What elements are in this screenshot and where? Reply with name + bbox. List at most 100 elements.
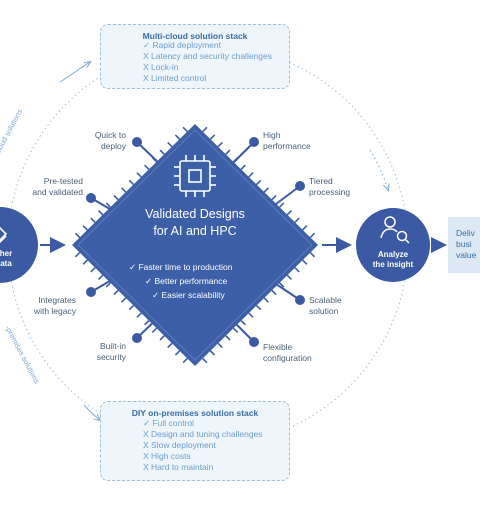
chip-pin	[128, 179, 135, 186]
feature-flexible-configuration: Flexible configuration	[263, 342, 312, 364]
chip-pin	[121, 187, 127, 193]
feature-line: High	[263, 130, 281, 140]
chip-pin	[128, 304, 135, 311]
chip-pin	[209, 350, 216, 356]
chip-pin	[294, 267, 300, 273]
chip-pin	[209, 134, 216, 140]
chip-pin	[74, 232, 81, 239]
chip-pin	[167, 342, 173, 349]
multicloud-item: X Lock-in	[143, 62, 179, 72]
analyze-label: Analyze the insight	[363, 250, 423, 270]
chip-pin	[225, 335, 231, 341]
onprem-item: X Slow deployment	[143, 440, 216, 450]
center-title: Validated Designs for AI and HPC	[110, 206, 280, 240]
feature-quick-to-deploy: Quick to deploy	[70, 130, 126, 152]
benefit-item: ✓ Easier scalability	[152, 290, 225, 300]
feature-line: with legacy	[33, 306, 76, 316]
chip-pin	[174, 134, 181, 140]
chip-pin	[159, 149, 165, 155]
feature-tiered-processing: Tiered processing	[309, 176, 350, 198]
person-search-icon	[380, 216, 410, 244]
connector-dot-builtin	[132, 333, 142, 343]
chip-pin	[302, 225, 308, 231]
onprem-box: DIY on-premises solution stack	[100, 401, 290, 481]
chip-pin	[217, 141, 223, 148]
chip-pin	[263, 187, 269, 193]
feature-line: security	[96, 352, 126, 362]
feature-line: Integrates	[38, 295, 76, 305]
validated-designs-diamond	[72, 124, 318, 366]
benefit-item: ✓ Better performance	[145, 276, 228, 286]
chip-pin	[144, 164, 150, 170]
chip-pin	[217, 342, 223, 349]
orbit-arrow-bottom-left	[83, 404, 100, 420]
chip-pin	[232, 327, 239, 333]
feature-line: Quick to	[94, 130, 126, 140]
orbit-arrow-top-left	[59, 62, 90, 83]
feature-integrates: Integrates with legacy	[20, 295, 76, 317]
node-line: the insight	[372, 260, 414, 269]
chip-pin	[82, 259, 88, 265]
chip-pin	[121, 297, 127, 303]
onprem-item: X Hard to maintain	[143, 462, 214, 472]
gather-data-label: her ata	[0, 249, 16, 269]
connector-dot-scalable	[295, 295, 305, 305]
chip-pin	[90, 217, 96, 223]
deliver-line: busi	[456, 239, 472, 249]
connector-dot-highperf	[249, 137, 259, 147]
feature-line: Pre-tested	[43, 176, 83, 186]
connector-dot-quick	[132, 137, 142, 147]
chip-icon	[174, 155, 216, 197]
chip-pin	[232, 157, 239, 163]
chip-pin	[202, 357, 208, 364]
chip-pin	[271, 194, 277, 201]
chip-pin	[167, 141, 173, 148]
chip-pin	[294, 217, 300, 223]
chip-pin	[278, 282, 285, 288]
feature-line: and validated	[32, 187, 83, 197]
orbit-arrow-top-right	[369, 149, 388, 190]
onprem-title: DIY on-premises solution stack	[131, 408, 259, 418]
chip-pin	[225, 149, 231, 155]
chip-pin	[278, 202, 285, 208]
feature-line: Tiered	[309, 176, 333, 186]
node-line: her	[0, 249, 13, 258]
connector-dot-integrates	[86, 287, 96, 297]
chip-pin	[255, 179, 262, 186]
chip-pin	[286, 209, 293, 216]
chip-pin	[113, 194, 119, 201]
multicloud-item: X Latency and security challenges	[143, 51, 272, 61]
feature-line: Flexible	[263, 342, 293, 352]
chip-pin	[240, 164, 246, 170]
feature-line: Built-in	[100, 341, 126, 351]
multicloud-item: X Limited control	[143, 73, 207, 83]
deliver-line: Deliv	[456, 228, 475, 238]
chip-pin	[240, 320, 246, 326]
chip-pin	[202, 126, 208, 133]
chip-pin	[113, 289, 119, 296]
chip-pin	[248, 312, 254, 318]
feature-line: configuration	[263, 353, 312, 363]
chip-pin	[174, 350, 181, 356]
connector-dot-pretested	[86, 193, 96, 203]
multicloud-title: Multi-cloud solution stack	[142, 31, 248, 41]
analyze-node	[356, 208, 430, 282]
feature-line: performance	[263, 141, 311, 151]
feature-builtin-security: Built-in security	[70, 341, 126, 363]
multicloud-item: ✓ Rapid deployment	[143, 40, 221, 50]
feature-line: solution	[309, 306, 339, 316]
chip-pin	[159, 335, 165, 341]
connector-dot-tiered	[295, 181, 305, 191]
chip-pin	[309, 232, 316, 239]
deliver-value-box: Deliv busi value	[448, 217, 480, 273]
chip-pin	[309, 251, 316, 258]
recycle-icon	[0, 226, 8, 244]
chip-pin	[255, 304, 262, 311]
chip-pin	[82, 225, 88, 231]
benefit-item: ✓ Faster time to production	[129, 262, 233, 272]
chip-pin	[263, 297, 269, 303]
validated-designs-diamond-border	[77, 129, 313, 361]
chip-pin	[105, 282, 112, 288]
